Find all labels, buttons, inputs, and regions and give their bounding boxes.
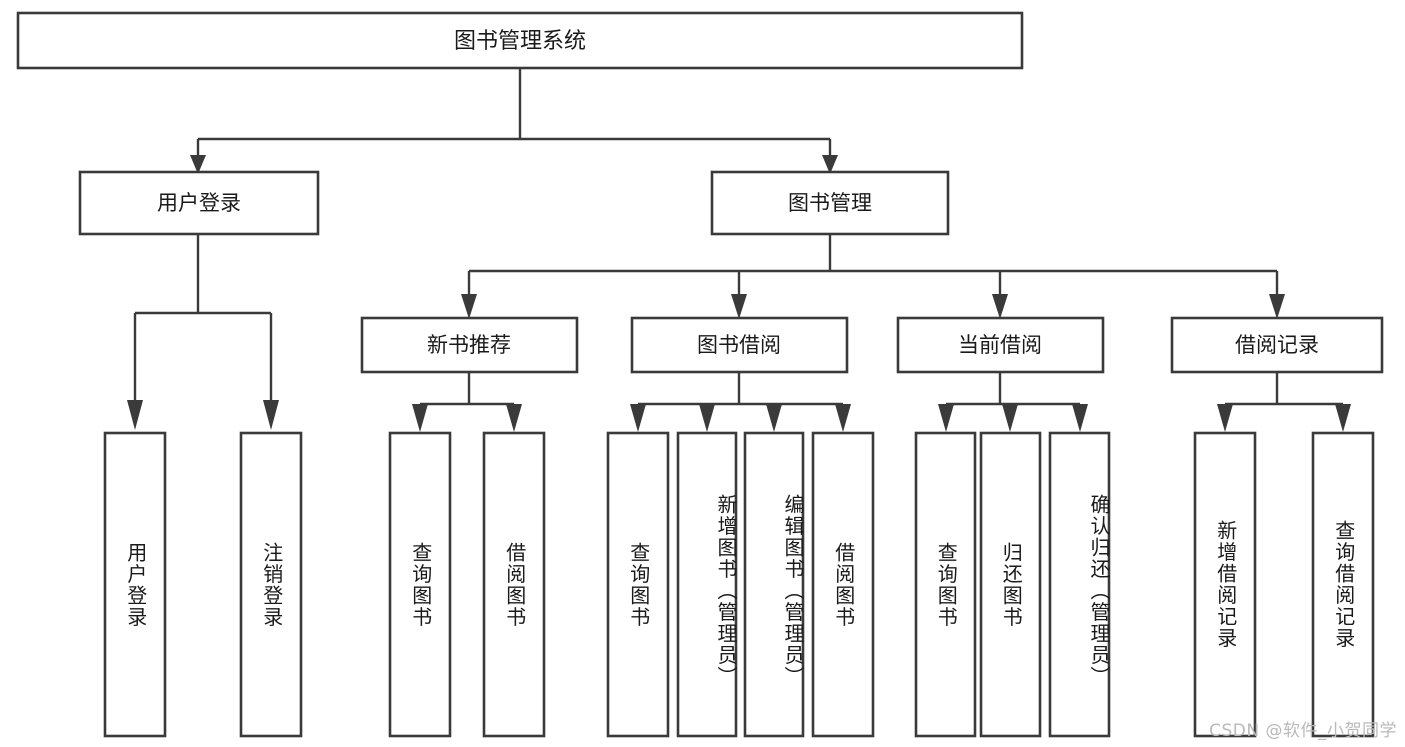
leafbox-add-book[interactable] bbox=[676, 431, 738, 738]
node-book-borrow[interactable] bbox=[630, 316, 849, 374]
arrowhead-borrow-record bbox=[1269, 294, 1285, 319]
leafbox-borrow-book-1[interactable] bbox=[482, 431, 546, 738]
arrowhead-book-manage bbox=[822, 155, 838, 174]
leaf-label-query-book-1: 查询图书 bbox=[408, 541, 433, 628]
arrowhead-leaf-query-book-1 bbox=[412, 404, 428, 432]
arrowhead-new-book-recommend bbox=[461, 294, 477, 319]
leaf-label-user-login: 用户登录 bbox=[123, 541, 148, 628]
node-borrow-record[interactable] bbox=[1170, 316, 1384, 374]
arrowhead-leaf-query-record bbox=[1335, 404, 1351, 432]
leafbox-edit-book[interactable] bbox=[743, 431, 805, 738]
arrowhead-leaf-add-book bbox=[699, 404, 715, 432]
arrowhead-leaf-user-login bbox=[127, 400, 143, 430]
leaf-label-confirm-return: 确认归还（管理员） bbox=[1087, 493, 1111, 688]
arrowhead-leaf-query-book-2 bbox=[630, 404, 646, 432]
leaf-label-borrow-book-2: 借阅图书 bbox=[831, 541, 856, 628]
leafbox-query-book-3[interactable] bbox=[914, 431, 977, 738]
node-user-login-label: 用户登录 bbox=[157, 191, 241, 215]
leafbox-query-book-1[interactable] bbox=[388, 431, 452, 738]
leafbox-user-login[interactable] bbox=[103, 431, 167, 738]
leaf-label-edit-book: 编辑图书（管理员） bbox=[781, 493, 805, 688]
leafbox-query-book-2[interactable] bbox=[606, 431, 670, 738]
leaf-label-query-record: 查询借阅记录 bbox=[1331, 520, 1356, 649]
arrowhead-leaf-confirm-return bbox=[1072, 404, 1088, 432]
leaf-label-logout: 注销登录 bbox=[259, 541, 284, 628]
node-current-borrow-label: 当前借阅 bbox=[958, 333, 1042, 357]
leaf-label-add-record: 新增借阅记录 bbox=[1213, 520, 1238, 649]
node-box-group: 图书管理系统 用户登录 图书管理 新书推荐 图书借阅 当前借阅 借阅记录 bbox=[16, 11, 1384, 738]
connector-group bbox=[127, 68, 1351, 432]
arrowhead-leaf-return-book bbox=[1002, 404, 1018, 432]
node-borrow-record-label: 借阅记录 bbox=[1235, 333, 1319, 357]
node-user-login[interactable] bbox=[78, 170, 320, 236]
arrowhead-leaf-logout bbox=[263, 400, 279, 430]
leaf-label-return-book: 归还图书 bbox=[999, 541, 1024, 628]
leaf-label-query-book-3: 查询图书 bbox=[934, 541, 959, 628]
leaf-label-add-book: 新增图书（管理员） bbox=[714, 493, 738, 688]
leafbox-borrow-book-2[interactable] bbox=[811, 431, 875, 738]
arrowhead-user-login bbox=[190, 155, 206, 174]
node-book-manage[interactable] bbox=[710, 170, 950, 236]
arrowhead-book-borrow bbox=[731, 294, 747, 319]
arrowhead-leaf-borrow-book-1 bbox=[506, 404, 522, 432]
arrowhead-leaf-query-book-3 bbox=[938, 404, 954, 432]
arrowhead-leaf-add-record bbox=[1217, 404, 1233, 432]
leafbox-return-book[interactable] bbox=[979, 431, 1042, 738]
arrowhead-current-borrow bbox=[992, 294, 1008, 319]
node-current-borrow[interactable] bbox=[896, 316, 1105, 374]
node-new-book-recommend-label: 新书推荐 bbox=[427, 333, 511, 357]
watermark-text: CSDN @软件_小贺同学 bbox=[1209, 721, 1397, 741]
leaf-label-borrow-book-1: 借阅图书 bbox=[502, 541, 527, 628]
node-root[interactable] bbox=[16, 11, 1024, 70]
leafbox-add-record[interactable] bbox=[1193, 431, 1257, 738]
leafbox-query-record[interactable] bbox=[1311, 431, 1375, 738]
node-book-manage-label: 图书管理 bbox=[788, 191, 872, 215]
arrowhead-leaf-borrow-book-2 bbox=[835, 404, 851, 432]
node-book-borrow-label: 图书借阅 bbox=[697, 333, 781, 357]
leaf-label-query-book-2: 查询图书 bbox=[626, 541, 651, 628]
leafbox-confirm-return[interactable] bbox=[1048, 431, 1111, 738]
node-new-book-recommend[interactable] bbox=[360, 316, 579, 374]
leafbox-logout[interactable] bbox=[239, 431, 303, 738]
node-root-label: 图书管理系统 bbox=[454, 29, 586, 54]
arrowhead-leaf-edit-book bbox=[766, 404, 782, 432]
